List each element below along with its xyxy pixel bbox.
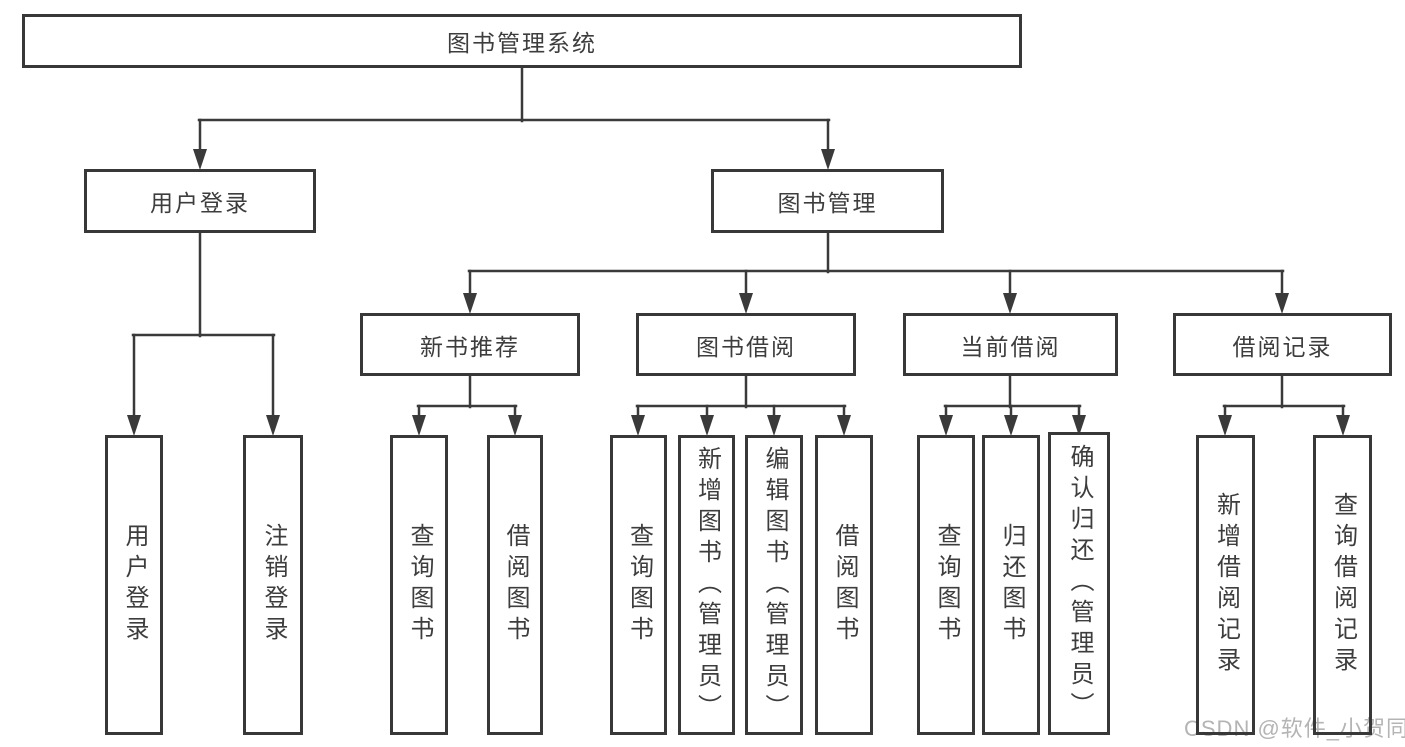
leaf-query-books-borrow: 查询图书 (610, 435, 667, 735)
leaf-add-book-admin: 新增图书（管理员） (678, 435, 735, 735)
leaf-logout: 注销登录 (243, 435, 303, 735)
node-book-borrow: 图书借阅 (636, 313, 856, 376)
leaf-confirm-return-admin: 确认归还（管理员） (1048, 432, 1110, 735)
node-book-management: 图书管理 (711, 169, 944, 233)
leaf-edit-book-admin: 编辑图书（管理员） (745, 435, 803, 735)
leaf-query-borrow-record: 查询借阅记录 (1313, 435, 1372, 735)
node-user-login: 用户登录 (84, 169, 316, 233)
node-current-borrow: 当前借阅 (903, 313, 1118, 376)
leaf-user-login: 用户登录 (105, 435, 163, 735)
csdn-watermark: CSDN @软件_小贺同学 (1184, 716, 1405, 741)
node-library-system: 图书管理系统 (22, 14, 1022, 68)
leaf-query-books-recommend: 查询图书 (390, 435, 448, 735)
leaf-query-books-current: 查询图书 (917, 435, 975, 735)
node-borrow-records: 借阅记录 (1173, 313, 1392, 376)
leaf-return-book: 归还图书 (982, 435, 1040, 735)
leaf-add-borrow-record: 新增借阅记录 (1196, 435, 1255, 735)
leaf-borrow-books-recommend: 借阅图书 (487, 435, 543, 735)
node-new-book-recommend: 新书推荐 (360, 313, 580, 376)
leaf-borrow-books: 借阅图书 (815, 435, 873, 735)
